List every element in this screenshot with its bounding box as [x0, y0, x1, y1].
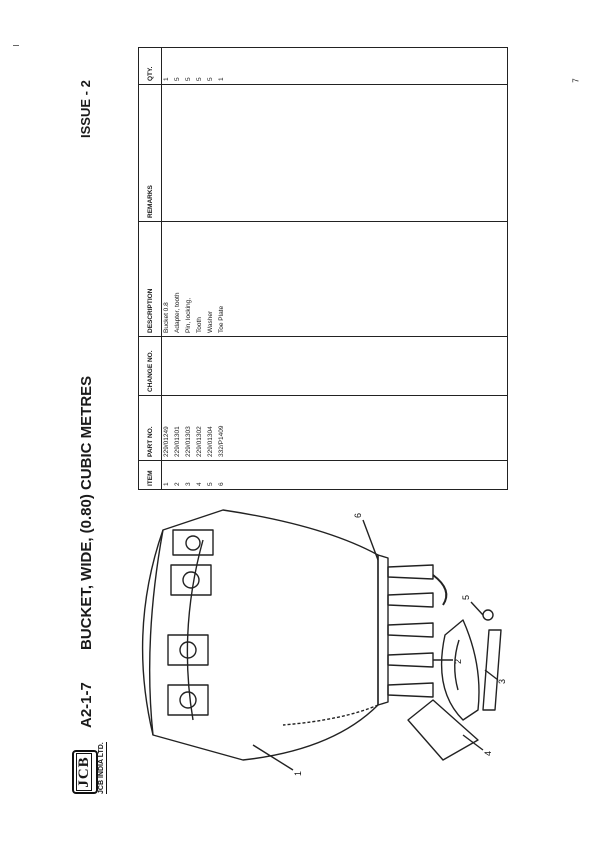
section-number: A2-1-7 — [78, 682, 95, 728]
page-number: 7 — [571, 78, 581, 83]
jcb-logo: JCB — [72, 750, 98, 794]
col-remarks: REMARKS — [138, 84, 162, 222]
callout-6: 6 — [353, 513, 363, 518]
callout-3: 3 — [497, 679, 507, 684]
parts-sheet: JCB JCB INDIA LTD. A2-1-7 BUCKET, WIDE, … — [48, 40, 548, 800]
logo-block: JCB JCB INDIA LTD. — [48, 730, 118, 800]
col-change-no: CHANGE NO. — [138, 336, 162, 396]
parts-list-table: ITEM PART NO. CHANGE NO. DESCRIPTION REM… — [138, 47, 508, 490]
mounting-ears — [167, 529, 214, 716]
callout-1: 1 — [293, 771, 303, 776]
toe-plate — [377, 554, 389, 706]
callout-4: 4 — [483, 751, 493, 756]
callout-5: 5 — [461, 595, 471, 600]
locking-pin — [482, 629, 502, 711]
bucket-body — [141, 509, 379, 761]
tooth-detail — [407, 699, 479, 761]
col-description: DESCRIPTION — [138, 221, 162, 337]
company-name: JCB INDIA LTD. — [98, 742, 107, 794]
col-part-no: PART NO. — [138, 395, 162, 461]
callout-2: 2 — [453, 659, 463, 664]
washer — [482, 609, 494, 621]
margin-mark — [13, 45, 19, 46]
col-item: ITEM — [138, 460, 162, 490]
adapters — [387, 564, 434, 698]
adapter-detail — [440, 619, 480, 721]
table-header-row: ITEM PART NO. CHANGE NO. DESCRIPTION REM… — [138, 47, 162, 490]
col-qty: QTY. — [138, 47, 162, 85]
bucket-exploded-view: 1 2 3 4 5 6 — [141, 509, 507, 776]
page-title: BUCKET, WIDE, (0.80) CUBIC METRES — [78, 375, 95, 650]
table-filler-row — [228, 47, 508, 490]
issue-label: ISSUE - 2 — [78, 80, 93, 138]
